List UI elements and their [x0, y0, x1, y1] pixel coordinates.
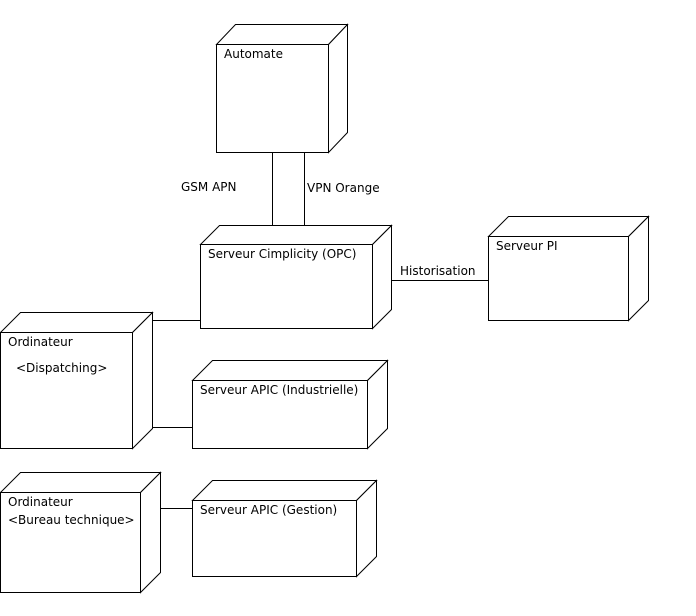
node-face	[488, 236, 629, 321]
historisation-label: Historisation	[400, 264, 476, 278]
node-serveur-apic-gestion: Serveur APIC (Gestion)	[191, 479, 378, 578]
node-ordinateur-bureau: Ordinateur <Bureau technique>	[0, 471, 162, 594]
node-serveur-cimplicity: Serveur Cimplicity (OPC)	[199, 224, 393, 330]
node-top	[191, 360, 389, 381]
node-top	[199, 225, 393, 245]
node-side	[328, 23, 348, 154]
node-top	[0, 312, 154, 333]
node-ordinateur-dispatching-stereotype: <Dispatching>	[16, 361, 107, 375]
gsm-apn-label: GSM APN	[181, 180, 237, 194]
vpn-orange-label: VPN Orange	[307, 181, 380, 195]
node-top	[0, 472, 162, 493]
connections	[152, 152, 488, 509]
node-automate: Automate	[215, 23, 349, 154]
node-face	[0, 492, 141, 593]
node-face	[192, 380, 368, 449]
node-ordinateur-bureau-label: Ordinateur	[8, 495, 73, 509]
node-side	[140, 471, 161, 594]
node-top	[487, 216, 650, 237]
node-ordinateur-bureau-stereotype: <Bureau technique>	[8, 513, 135, 527]
node-serveur-apic-industrielle-label: Serveur APIC (Industrielle)	[200, 383, 358, 397]
node-face	[0, 332, 133, 449]
node-face	[192, 500, 357, 577]
node-serveur-apic-gestion-label: Serveur APIC (Gestion)	[200, 503, 337, 517]
node-face	[216, 44, 329, 153]
node-serveur-pi-label: Serveur PI	[496, 239, 558, 253]
node-ordinateur-dispatching-label: Ordinateur	[8, 335, 73, 349]
node-side	[132, 311, 153, 450]
node-automate-label: Automate	[224, 47, 283, 61]
node-top	[191, 480, 378, 501]
node-top	[215, 24, 349, 45]
node-serveur-pi: Serveur PI	[487, 215, 650, 322]
node-serveur-apic-industrielle: Serveur APIC (Industrielle)	[191, 359, 389, 450]
node-side	[372, 224, 392, 330]
node-ordinateur-dispatching: Ordinateur <Dispatching>	[0, 311, 154, 450]
node-face	[200, 244, 373, 329]
node-serveur-cimplicity-label: Serveur Cimplicity (OPC)	[208, 247, 356, 261]
